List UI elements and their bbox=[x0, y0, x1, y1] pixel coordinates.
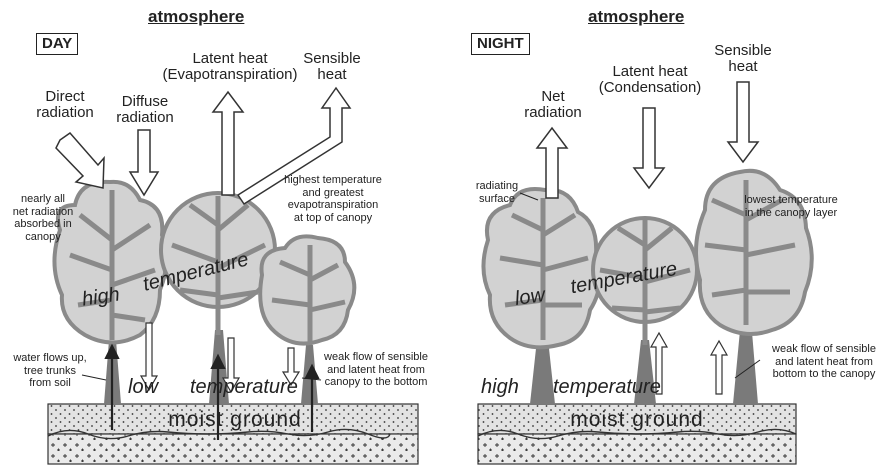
day-title-badge: DAY bbox=[36, 33, 78, 55]
day-water-note: water flows up, tree trunks from soil bbox=[2, 352, 98, 390]
day-direct-radiation-label: Direct radiation bbox=[20, 89, 110, 121]
day-ground-label: moist ground bbox=[150, 409, 320, 431]
night-title-badge: NIGHT bbox=[471, 33, 530, 55]
day-bottom-word-2: temperature bbox=[190, 377, 298, 398]
night-atmosphere-header: atmosphere bbox=[588, 8, 684, 26]
day-bottom-word-1: low bbox=[128, 377, 158, 398]
night-net-radiation-text: Net radiation bbox=[524, 88, 582, 121]
day-highest-temp-text: highest temperature and greatest evapotr… bbox=[284, 174, 382, 224]
night-bottom-word-1: high bbox=[481, 377, 519, 398]
day-absorbed-note: nearly all net radiation absorbed in can… bbox=[0, 193, 86, 244]
night-radiating-note: radiating surface bbox=[462, 180, 532, 205]
day-absorbed-text: nearly all net radiation absorbed in can… bbox=[13, 193, 74, 243]
night-latent-heat-arrow bbox=[634, 108, 664, 188]
night-sensible-heat-arrow bbox=[728, 82, 758, 162]
night-radiating-text: radiating surface bbox=[476, 180, 518, 205]
night-latent-heat-label: Latent heat (Condensation) bbox=[585, 64, 715, 96]
night-bottom-word-2: temperature bbox=[553, 377, 661, 398]
night-up-arrow-2 bbox=[711, 341, 727, 394]
day-water-text: water flows up, tree trunks from soil bbox=[13, 352, 86, 389]
day-sensible-heat-text: Sensible heat bbox=[303, 50, 361, 83]
night-canopy-word-1: low bbox=[514, 285, 547, 310]
day-atmosphere-header: atmosphere bbox=[148, 8, 244, 26]
night-weak-flow-text: weak flow of sensible and latent heat fr… bbox=[772, 343, 876, 380]
night-lowest-temp-text: lowest temperature in the canopy layer bbox=[744, 194, 838, 219]
day-diffuse-radiation-label: Diffuse radiation bbox=[100, 94, 190, 126]
night-sensible-heat-label: Sensible heat bbox=[703, 43, 783, 75]
day-diffuse-radiation-arrow bbox=[130, 130, 158, 195]
day-latent-heat-label: Latent heat (Evapotranspiration) bbox=[155, 51, 305, 83]
day-direct-radiation-arrow bbox=[56, 133, 104, 188]
day-latent-heat-arrow bbox=[213, 92, 243, 195]
day-tree-right bbox=[260, 236, 354, 345]
night-ground-label: moist ground bbox=[552, 409, 722, 431]
day-weak-flow-text: weak flow of sensible and latent heat fr… bbox=[324, 351, 428, 388]
day-direct-radiation-text: Direct radiation bbox=[36, 88, 94, 121]
day-latent-heat-text: Latent heat (Evapotranspiration) bbox=[162, 50, 297, 83]
night-sensible-heat-text: Sensible heat bbox=[714, 42, 772, 75]
night-lowest-temp-note: lowest temperature in the canopy layer bbox=[726, 194, 856, 219]
day-diffuse-radiation-text: Diffuse radiation bbox=[116, 93, 174, 126]
day-highest-temp-note: highest temperature and greatest evapotr… bbox=[268, 174, 398, 225]
day-weak-flow-note: weak flow of sensible and latent heat fr… bbox=[316, 351, 436, 389]
night-latent-heat-text: Latent heat (Condensation) bbox=[599, 63, 702, 96]
night-tree-left bbox=[483, 189, 599, 347]
night-weak-flow-note: weak flow of sensible and latent heat fr… bbox=[760, 343, 888, 381]
day-sensible-heat-label: Sensible heat bbox=[292, 51, 372, 83]
